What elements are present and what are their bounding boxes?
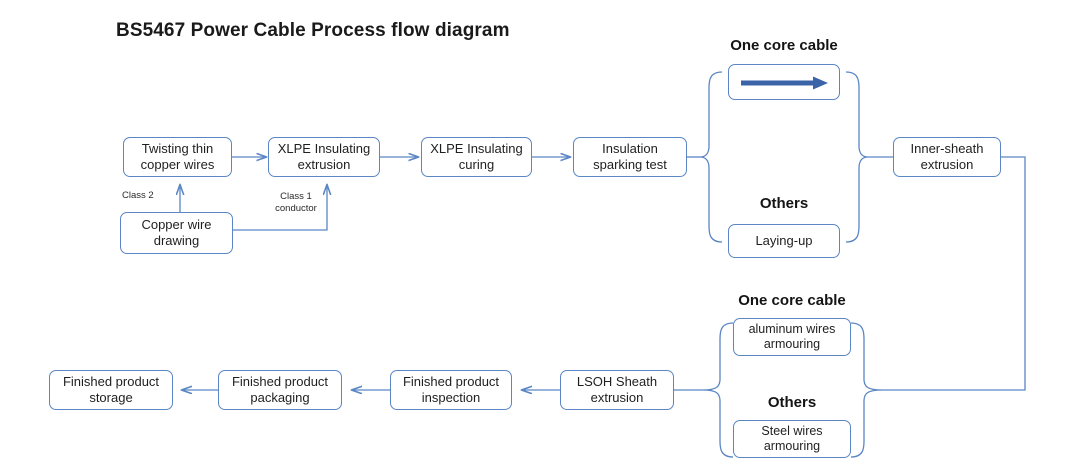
node-copper-wire-drawing[interactable]: Copper wire drawing	[120, 212, 233, 254]
right-arrow-icon	[741, 76, 828, 90]
node-xlpe-insulating-curing[interactable]: XLPE Insulating curing	[421, 137, 532, 177]
edge-label-class-1-conductor-line2: conductor	[275, 203, 317, 214]
node-finished-product-packaging[interactable]: Finished product packaging	[218, 370, 342, 410]
node-laying-up[interactable]: Laying-up	[728, 224, 840, 258]
node-insulation-sparking-test[interactable]: Insulation sparking test	[573, 137, 687, 177]
group-label-top-one-core-cable: One core cable	[730, 37, 838, 54]
bottom-right-brace	[850, 322, 883, 458]
group-label-bottom-others: Others	[767, 394, 817, 411]
group-label-top-others: Others	[759, 195, 809, 212]
node-finished-product-inspection[interactable]: Finished product inspection	[390, 370, 512, 410]
top-right-brace	[845, 71, 869, 243]
bottom-left-brace	[702, 322, 734, 458]
page-title: BS5467 Power Cable Process flow diagram	[116, 20, 510, 41]
group-label-bottom-one-core-cable: One core cable	[738, 292, 846, 309]
edge-label-class-1-conductor-line1: Class 1	[280, 191, 312, 202]
top-left-brace	[699, 71, 723, 243]
edge-label-class-2: Class 2	[122, 190, 154, 201]
node-steel-wires-armouring[interactable]: Steel wires armouring	[733, 420, 851, 458]
node-inner-sheath-extrusion[interactable]: Inner-sheath extrusion	[893, 137, 1001, 177]
node-finished-product-storage[interactable]: Finished product storage	[49, 370, 173, 410]
edge-innersheath-to-bottom	[882, 156, 1026, 391]
node-aluminum-wires-armouring[interactable]: aluminum wires armouring	[733, 318, 851, 356]
node-xlpe-insulating-extrusion[interactable]: XLPE Insulating extrusion	[268, 137, 380, 177]
node-lsoh-sheath-extrusion[interactable]: LSOH Sheath extrusion	[560, 370, 674, 410]
node-twisting-thin-copper-wires[interactable]: Twisting thin copper wires	[123, 137, 232, 177]
node-one-core-cable-passthrough[interactable]	[728, 64, 840, 100]
